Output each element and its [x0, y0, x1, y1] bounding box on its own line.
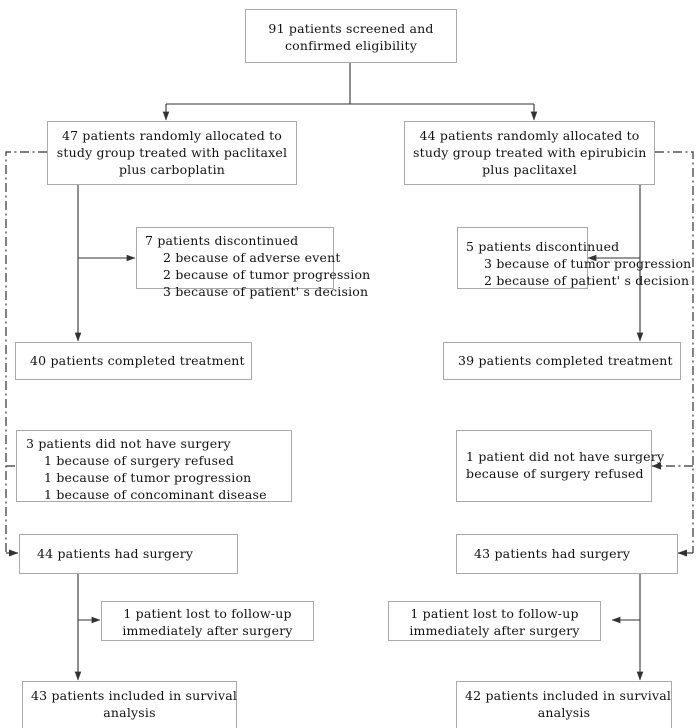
- node-completed-left: 40 patients completed treatment: [15, 342, 252, 380]
- node-analysis-left-line-2: analysis: [103, 705, 156, 720]
- node-no-surgery-left: 3 patients did not have surgery 1 becaus…: [16, 430, 292, 502]
- node-allocation-right-line-1: 44 patients randomly allocated to: [419, 128, 640, 143]
- node-lost-followup-right-line-1: 1 patient lost to follow-up: [410, 606, 579, 621]
- node-completed-right: 39 patients completed treatment: [443, 342, 681, 380]
- node-no-surgery-right: 1 patient did not have surgery because o…: [456, 430, 665, 502]
- node-had-surgery-right-line-1: 43 patients had surgery: [474, 546, 631, 561]
- node-discontinued-left-item-2: 2 because of tumor progression: [163, 267, 371, 282]
- node-discontinued-right: 5 patients discontinued 3 because of tum…: [457, 227, 692, 289]
- node-lost-followup-right-line-2: immediately after surgery: [409, 623, 580, 638]
- node-allocation-left: 47 patients randomly allocated to study …: [47, 121, 297, 185]
- node-analysis-right-line-1: 42 patients included in survival: [465, 688, 672, 703]
- node-no-surgery-right-item-1: because of surgery refused: [466, 466, 644, 481]
- node-had-surgery-right: 43 patients had surgery: [456, 534, 678, 574]
- node-analysis-right-line-2: analysis: [537, 705, 591, 720]
- node-completed-right-line-1: 39 patients completed treatment: [458, 353, 673, 368]
- node-discontinued-right-item-2: 2 because of patient' s decision: [484, 273, 690, 288]
- node-allocation-left-line-3: plus carboplatin: [118, 162, 226, 177]
- node-lost-followup-left-line-1: 1 patient lost to follow-up: [123, 606, 292, 621]
- node-allocation-right-line-2: study group treated with epirubicin: [413, 145, 647, 160]
- node-had-surgery-left-line-1: 44 patients had surgery: [37, 546, 194, 561]
- node-screened-line-1: 91 patients screened and: [268, 21, 434, 36]
- node-discontinued-left-head: 7 patients discontinued: [145, 233, 299, 248]
- node-discontinued-right-item-1: 3 because of tumor progression: [484, 256, 692, 271]
- node-analysis-left: 43 patients included in survival analysi…: [22, 681, 237, 728]
- node-no-surgery-right-head: 1 patient did not have surgery: [466, 449, 665, 464]
- node-analysis-right: 42 patients included in survival analysi…: [456, 681, 672, 728]
- node-allocation-right-line-3: plus paclitaxel: [482, 162, 577, 177]
- node-screened-line-2: confirmed eligibility: [284, 38, 418, 53]
- node-discontinued-left-item-1: 2 because of adverse event: [163, 250, 341, 265]
- node-screened: 91 patients screened and confirmed eligi…: [245, 9, 457, 63]
- node-had-surgery-left: 44 patients had surgery: [19, 534, 238, 574]
- node-lost-followup-left: 1 patient lost to follow-up immediately …: [101, 601, 314, 641]
- node-no-surgery-left-item-1: 1 because of surgery refused: [44, 453, 235, 468]
- node-lost-followup-left-line-2: immediately after surgery: [122, 623, 293, 638]
- node-discontinued-left: 7 patients discontinued 2 because of adv…: [136, 227, 371, 299]
- node-lost-followup-right: 1 patient lost to follow-up immediately …: [388, 601, 601, 641]
- node-allocation-left-line-1: 47 patients randomly allocated to: [61, 128, 283, 143]
- node-no-surgery-left-item-2: 1 because of tumor progression: [44, 470, 252, 485]
- node-discontinued-left-item-3: 3 because of patient' s decision: [163, 284, 369, 299]
- node-allocation-right: 44 patients randomly allocated to study …: [404, 121, 655, 185]
- node-analysis-left-line-1: 43 patients included in survival: [31, 688, 238, 703]
- node-discontinued-right-head: 5 patients discontinued: [466, 239, 620, 254]
- node-completed-left-line-1: 40 patients completed treatment: [30, 353, 245, 368]
- node-no-surgery-left-head: 3 patients did not have surgery: [26, 436, 231, 451]
- node-no-surgery-left-item-3: 1 because of concominant disease: [44, 487, 267, 502]
- node-allocation-left-line-2: study group treated with paclitaxel: [56, 145, 288, 160]
